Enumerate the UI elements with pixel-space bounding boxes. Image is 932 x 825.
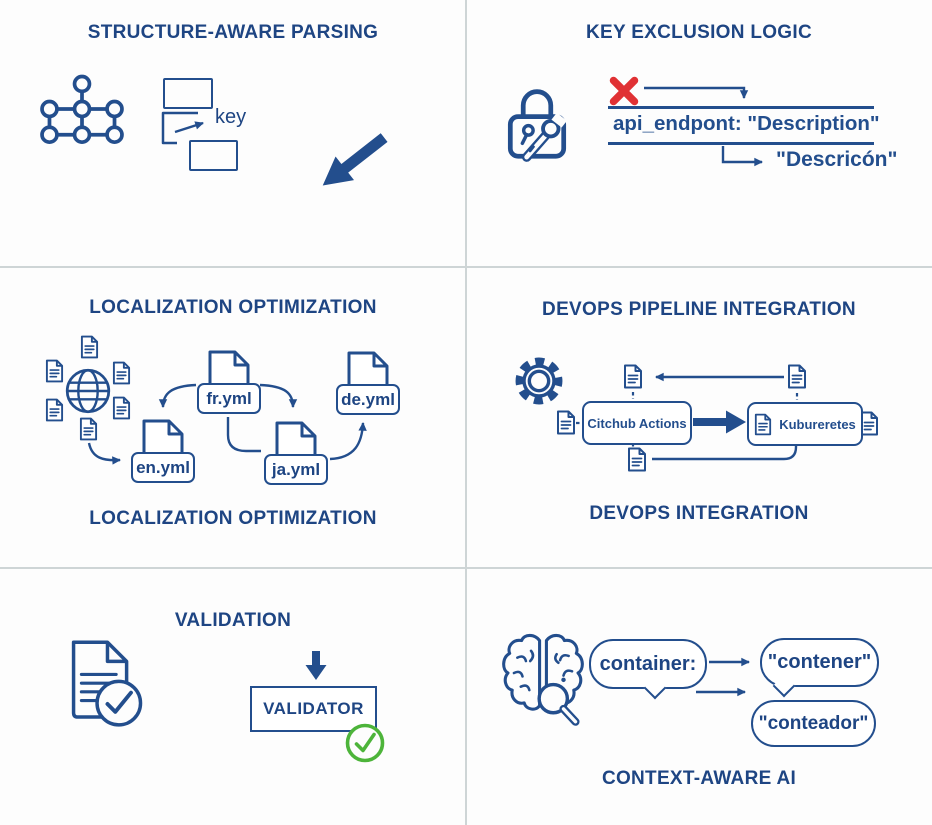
exclusion-flow-arrow [644,86,749,99]
globe-icon [65,368,111,414]
vertical-divider [465,0,467,825]
translation-b-label: "conteador" [758,712,869,734]
node-box-top [163,78,213,109]
panel-title: CONTEXT-AWARE AI [601,768,797,789]
source-term-label: container: [599,652,697,675]
down-arrow-icon [305,651,327,680]
excluded-x-icon [609,76,639,106]
document-icon [628,447,646,472]
translation-bubble-a: "contener" [760,638,879,697]
validator-label: VALIDATOR [263,699,364,718]
translated-value: "Descricón" [776,148,898,171]
panel-subtitle: DEVOPS INTEGRATION [589,503,809,524]
document-icon [80,335,99,359]
deploy-arrow-icon [693,410,746,434]
panel-structure-aware-parsing: STRUCTURE-AWARE PARSING key [0,0,466,266]
panel-key-exclusion-logic: KEY EXCLUSION LOGIC api_endpont: "Descri… [466,0,932,266]
yml-file-label: en.yml [131,452,195,483]
excluded-key-code: api_endpont: "Description" [613,112,880,135]
key-extract-arrow [161,111,204,145]
bubble-tail [772,674,796,697]
panel-localization-optimization: LOCALIZATION OPTIMIZATION fr.yml [0,267,466,567]
document-icon [624,364,642,389]
document-icon [45,359,64,383]
deploy-box: Kubureretes [747,402,863,446]
yml-file-en: en.yml [131,419,195,483]
tree-graph-icon [40,74,124,145]
horizontal-divider-top [0,266,932,268]
yml-file-label: de.yml [336,384,400,415]
panel-context-aware-ai: container: "contener" "conteador" CONTEX… [466,568,932,825]
horizontal-divider-bottom [0,567,932,569]
gear-icon [515,357,563,405]
document-icon [755,413,772,435]
deploy-box-label: Kubureretes [779,416,856,432]
panel-title: DEVOPS PIPELINE INTEGRATION [542,299,856,320]
document-icon [112,396,131,420]
panel-devops-pipeline-integration: DEVOPS PIPELINE INTEGRATION Citchub Acti… [466,267,932,567]
panel-title: KEY EXCLUSION LOGIC [586,22,812,43]
validator-box: VALIDATOR [250,686,377,732]
translation-bubble-b: "conteador" [751,700,876,747]
yml-file-label: fr.yml [197,383,261,414]
panel-title: VALIDATION [174,610,292,631]
yml-file-de: de.yml [336,351,400,415]
panel-subtitle: LOCALIZATION OPTIMIZATION [89,508,377,529]
yml-file-label: ja.yml [264,454,328,485]
document-icon [112,361,131,385]
ci-box-label: Citchub Actions [587,415,687,431]
ci-box: Citchub Actions [582,401,692,445]
yml-file-fr: fr.yml [197,350,261,414]
cursor-arrow-icon [313,126,396,202]
document-icon [79,417,98,441]
node-box-bottom [189,140,238,171]
ai-brain-icon [502,633,584,726]
code-rule-top [608,106,874,109]
key-label: key [215,106,247,128]
lock-wrench-icon [507,89,567,162]
panel-validation: VALIDATION VALIDATOR [0,568,466,825]
document-icon [788,364,806,389]
bubble-tail [643,676,667,699]
green-check-icon [345,723,385,763]
code-rule-bottom [608,142,874,145]
yml-file-ja: ja.yml [264,421,328,485]
translation-elbow-arrow [721,146,763,167]
translation-a-label: "contener" [767,651,872,673]
panel-title: STRUCTURE-AWARE PARSING [87,22,379,43]
source-term-bubble: container: [589,639,707,699]
panel-title: LOCALIZATION OPTIMIZATION [89,297,377,318]
document-icon [45,398,64,422]
document-icon [557,410,575,435]
document-check-icon [71,640,143,727]
